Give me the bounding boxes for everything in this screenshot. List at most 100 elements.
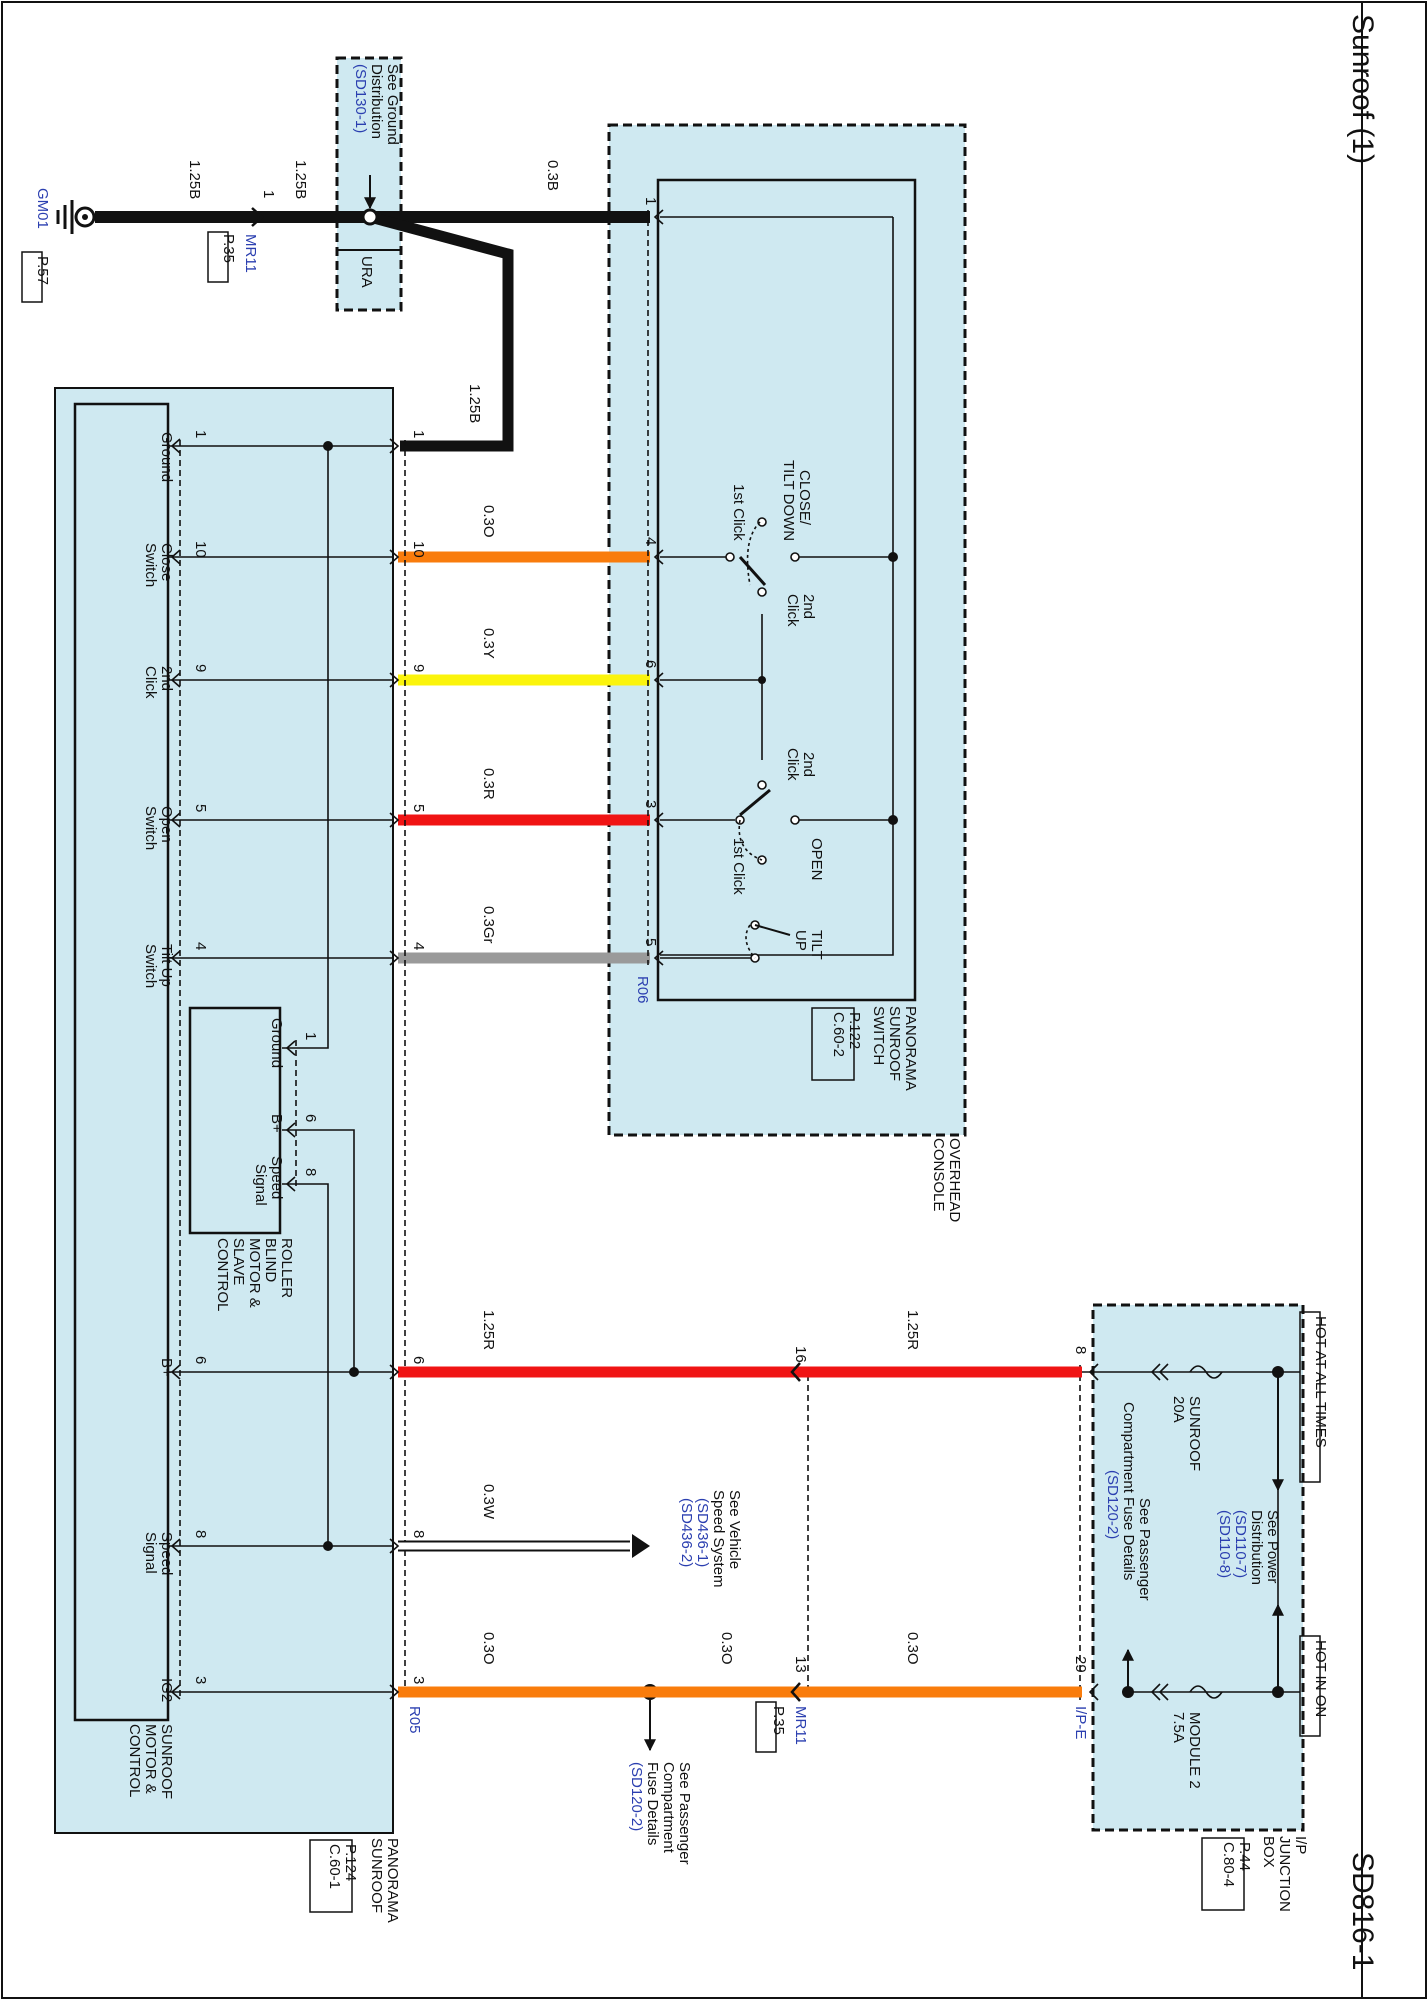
fuse-label: MODULE 2 [1186, 1712, 1203, 1789]
roller-label: Signal [252, 1164, 269, 1206]
vss-arrow-icon [632, 1534, 650, 1558]
vss-ref: See Vehicle [726, 1490, 743, 1569]
module-pin-chevron-icon [389, 672, 400, 688]
pass-ref: Compartment Fuse Details [1120, 1402, 1137, 1580]
hot-at-all-times: HOT AT ALL TIMES [1312, 1316, 1329, 1448]
roller-pin: 8 [302, 1168, 319, 1176]
control-pin: 5 [192, 804, 209, 812]
power-ref: (SD110-7) [1232, 1510, 1249, 1578]
wire-label: 0.3R [480, 768, 497, 800]
fuse-label: 7.5A [1170, 1712, 1187, 1743]
module-pin: 4 [410, 942, 427, 950]
switch-pin: 5 [642, 938, 659, 946]
wire-label: 0.3O [904, 1632, 921, 1665]
vss-ref: (SD436-1) [694, 1498, 711, 1567]
module-pin-chevron-icon [389, 1684, 400, 1700]
module-pin: 3 [410, 1676, 427, 1684]
module-pin-chevron-icon [389, 950, 400, 966]
pass-bottom: See Passenger [676, 1762, 693, 1865]
junction-name: JUNCTION [1276, 1836, 1293, 1912]
switch-signal-wires [398, 551, 650, 964]
ground-dist-line1: See Ground [384, 64, 401, 145]
tilt-switch-icon [745, 920, 791, 963]
switch-second-click: 2nd [800, 594, 817, 619]
junction-name: I/P [1292, 1836, 1309, 1854]
junction-name: BOX [1260, 1836, 1277, 1868]
power-nodes [1122, 1366, 1284, 1698]
control-name: MOTOR & [142, 1724, 159, 1794]
roller-label: Speed [268, 1156, 285, 1199]
ground-dist-line2: Distribution [368, 64, 385, 139]
control-pin: 1 [192, 430, 209, 438]
module-pin: 8 [410, 1530, 427, 1538]
ground-wire-gauge: 1.25B [186, 160, 203, 199]
mr11-top-page: P.35 [220, 234, 237, 263]
roller-pin: 1 [302, 1032, 319, 1040]
roller-blind-box [188, 1006, 282, 1235]
ground-wire-gauge: 1.25B [292, 160, 309, 199]
control-pin-chevron-icon [170, 950, 181, 966]
switch-pin-chevron-icon [653, 812, 664, 828]
pass-ref: (SD120-2) [1104, 1470, 1121, 1539]
hot-in-on-box [1299, 1635, 1321, 1737]
switch-tilt-label: TILT [808, 930, 825, 960]
wire-label: 0.3W [480, 1484, 497, 1520]
ground-page: P.57 [34, 256, 51, 285]
ground-id: GM01 [34, 188, 51, 229]
switch-connector-id: R06 [634, 976, 651, 1004]
ip-junction-box [1091, 1303, 1305, 1832]
pass-bottom: Compartment [660, 1762, 677, 1854]
ground-pin: 1 [260, 190, 277, 198]
module-pin-chevron-icon [389, 549, 400, 565]
ground-dist-node: URA [358, 256, 375, 288]
junction-pin: 8 [1072, 1346, 1089, 1354]
switch-pin: 1 [642, 197, 659, 205]
panorama-sunroof-switch-box [656, 178, 917, 1002]
roller-pin-chevron-icon [285, 1176, 296, 1192]
mr11-top-page-box [207, 231, 229, 283]
power-ref: (SD110-8) [1216, 1510, 1233, 1578]
roller-name: MOTOR & [246, 1238, 263, 1308]
junction-page: P.44 [1236, 1842, 1253, 1871]
overhead-label: OVERHEAD [946, 1138, 963, 1222]
control-pin-chevron-icon [170, 1538, 181, 1554]
switch-pin-chevron-icon [653, 549, 664, 565]
switch-second-click: Click [784, 594, 801, 627]
page-title: Sunroof (1) [1346, 14, 1379, 164]
ground-splice-node [361, 208, 379, 226]
pass-bottom: Fuse Details [644, 1762, 661, 1845]
mr11-bottom-page: P.35 [770, 1706, 787, 1735]
mr11-pin: 13 [792, 1656, 809, 1673]
roller-label: B+ [268, 1114, 285, 1133]
roller-pin-chevron-icon [285, 1040, 296, 1056]
switch-pin: 3 [642, 800, 659, 808]
roller-pin-chevron-icon [285, 1122, 296, 1138]
control-label: Switch [142, 543, 159, 587]
roller-name: ROLLER [278, 1238, 295, 1298]
module-name: SUNROOF [368, 1838, 385, 1913]
mr11-pin: 16 [792, 1346, 809, 1363]
module-pin: 6 [410, 1356, 427, 1364]
wire-label: 0.3Gr [480, 906, 497, 944]
control-label: Close [158, 543, 175, 581]
mr11-bottom-page-box [755, 1701, 777, 1753]
control-label: B+ [158, 1358, 175, 1377]
mr11-bottom-id: MR11 [792, 1706, 809, 1745]
mr11-bottom-chevron-icon [790, 1362, 801, 1382]
switch-pin-chevron-icon [653, 950, 664, 966]
ground-wire-gauge: 0.3B [544, 160, 561, 191]
wire-label: 1.25R [480, 1310, 497, 1350]
overhead-label: CONSOLE [930, 1138, 947, 1211]
switch-first-click: 1st Click [730, 838, 747, 895]
switch-close-label: CLOSE/ [796, 470, 813, 526]
control-pin-chevron-icon [170, 812, 181, 828]
connector-pin-arrows [170, 209, 664, 1700]
module-pin-chevron-icon [389, 1364, 400, 1380]
control-label: Tilt Up [158, 944, 175, 987]
switch-name: PANORAMA [902, 1006, 919, 1091]
switch-pin-chevron-icon [653, 672, 664, 688]
hot-in-on: HOT IN ON [1312, 1640, 1329, 1717]
fuse-label: SUNROOF [1186, 1396, 1203, 1471]
pass-ref: See Passenger [1136, 1498, 1153, 1601]
control-pin-chevron-icon [170, 1684, 181, 1700]
